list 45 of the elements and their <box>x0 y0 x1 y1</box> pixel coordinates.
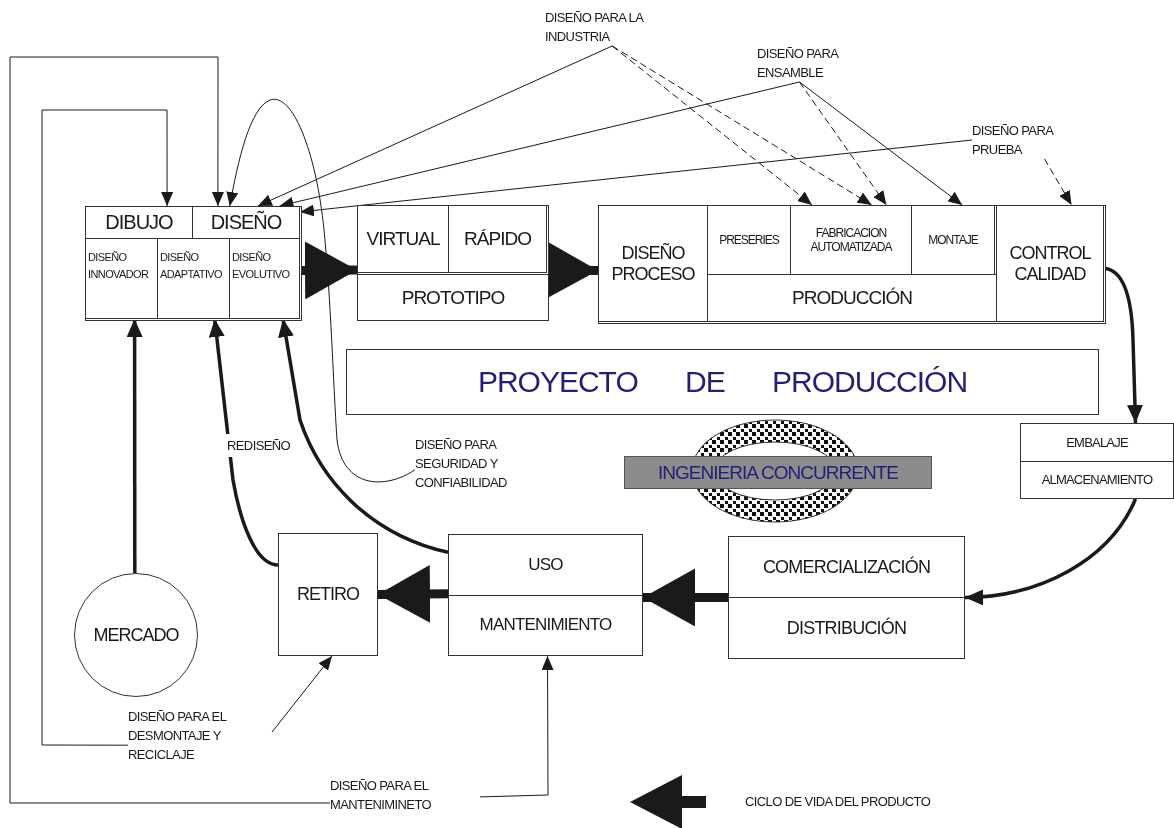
arrow <box>479 655 554 798</box>
group-frame <box>357 205 549 321</box>
arrow <box>964 498 1138 605</box>
arrow <box>799 81 963 206</box>
box-label: COMERCIALIZACIÓN <box>761 555 932 579</box>
process-box <box>728 536 965 659</box>
process-box: DISEÑO EVOLUTIVO <box>229 238 300 319</box>
arrow <box>611 45 873 206</box>
arrow <box>643 568 728 627</box>
arrow <box>377 565 449 623</box>
arrow <box>9 56 331 804</box>
arrow <box>1044 158 1073 206</box>
arrow <box>611 45 813 206</box>
box-label: MANTENIMIENTO <box>449 594 642 655</box>
process-box <box>448 534 643 656</box>
arrow <box>301 241 358 300</box>
box-label: EMBALAJE <box>1065 433 1129 452</box>
arrow <box>126 319 143 573</box>
annotation-text: DISEÑO PARA EL MANTENIMINETO <box>330 776 480 814</box>
group-frame <box>85 206 302 321</box>
annotation-text: DISEÑO PARA SEGURIDAD Y CONFIABILIDAD <box>415 435 565 492</box>
highlight-label: INGENIERIA CONCURRENTE <box>624 456 932 489</box>
box-label: DISTRIBUCIÓN <box>729 597 964 658</box>
box-label: USO <box>527 553 564 576</box>
arrow <box>41 109 174 746</box>
group-frame <box>707 206 997 322</box>
annotation-text: DISEÑO PARA LA INDUSTRIA <box>545 8 685 46</box>
annotation-text: DISEÑO PARA PRUEBA <box>972 121 1087 159</box>
group-frame <box>598 205 1106 324</box>
process-box: CONTROL CALIDAD <box>996 206 1104 322</box>
arrow <box>271 655 333 733</box>
annotation-text: REDISEÑO <box>226 434 292 457</box>
annotation-text: DISEÑO PARA EL DESMONTAJE Y RECICLAJE <box>128 707 278 764</box>
arrow <box>257 45 613 207</box>
arrow <box>799 81 887 206</box>
arrow <box>226 98 416 483</box>
box-label: ALMACENAMIENTO <box>1021 460 1173 498</box>
process-box: RETIRO <box>278 533 378 656</box>
box-label: PROTOTIPO <box>358 274 548 320</box>
market-circle: MERCADO <box>74 573 198 697</box>
annotation-text: DISEÑO PARA ENSAMBLE <box>757 44 882 82</box>
title-banner: PROYECTO DE PRODUCCIÓN <box>346 349 1099 415</box>
legend-text: CICLO DE VIDA DEL PRODUCTO <box>745 793 931 811</box>
process-box <box>1020 423 1174 499</box>
process-box: RÁPIDO <box>448 206 547 273</box>
